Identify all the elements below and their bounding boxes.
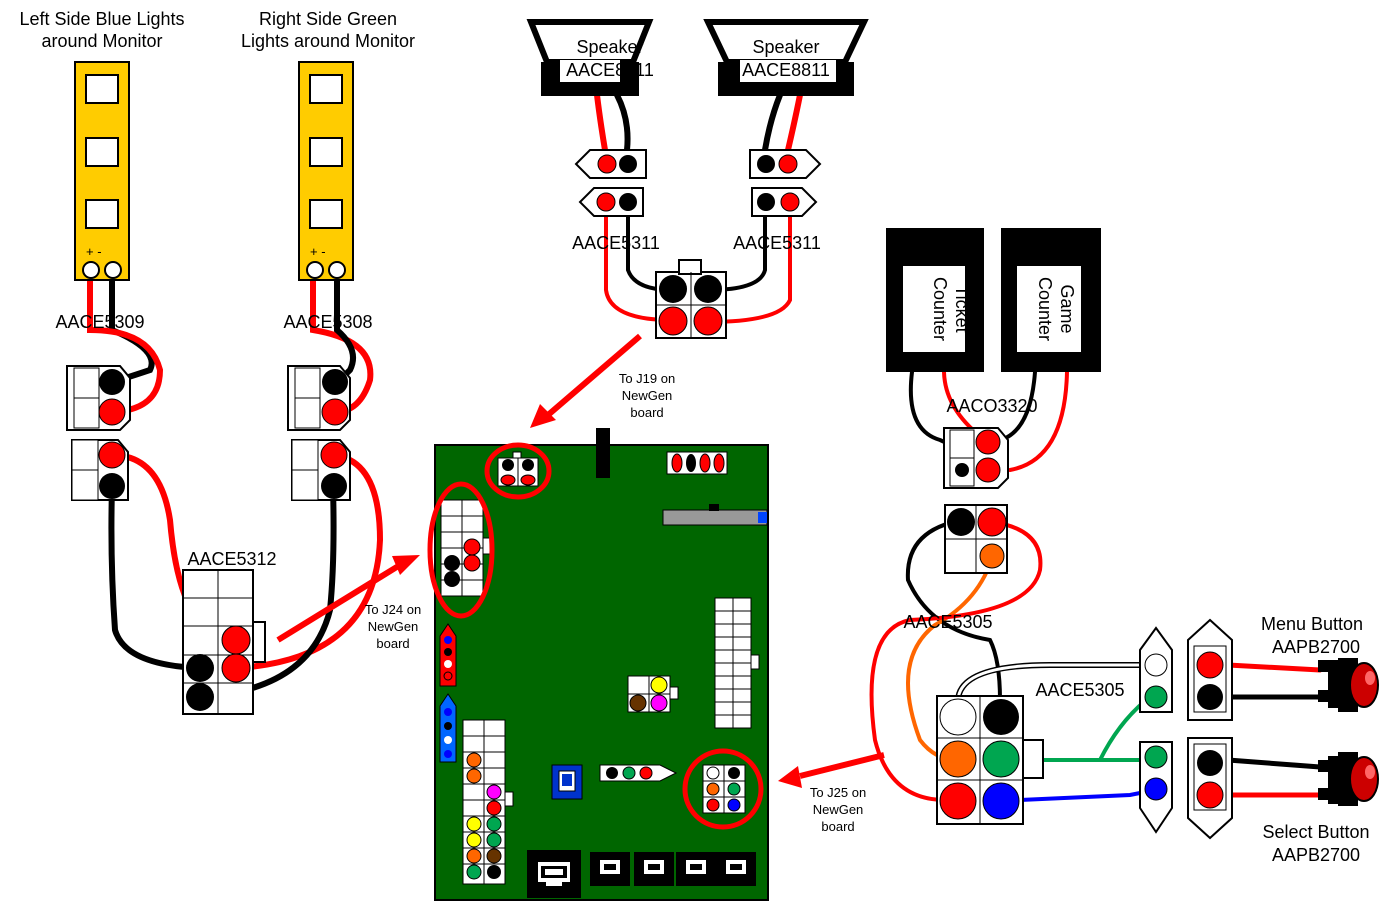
left-light-strip [74, 61, 130, 281]
label-to-j24-line3: board [376, 636, 409, 651]
label-right-lights-line1: Right Side Green [259, 9, 397, 29]
button-connector-menu-inline [1139, 626, 1173, 713]
connector-aaco3320 [943, 427, 1009, 489]
wire-spk-right-red [785, 92, 803, 153]
label-speaker-left-line2: AACE8811 [566, 60, 654, 80]
connector-5311-left-lower [578, 187, 644, 217]
label-select-button-line1: Select Button [1262, 822, 1369, 842]
connector-5305-lower [936, 695, 1044, 825]
newgen-board [427, 428, 769, 901]
label-aace5309: AACE5309 [55, 312, 144, 332]
game-counter [1001, 228, 1101, 372]
label-left-polarity: + - [86, 244, 102, 259]
arrow-to-j25-line [799, 752, 885, 779]
connector-5312 [182, 569, 266, 715]
label-right-lights-line2: Lights around Monitor [241, 31, 415, 51]
rj-jacks [590, 852, 756, 886]
arrow-to-j24-head [392, 555, 420, 575]
label-game-counter-line2: Counter [1035, 277, 1055, 341]
ticket-counter [886, 228, 984, 372]
highlight-j24 [427, 481, 495, 619]
label-to-j25-line3: board [821, 819, 854, 834]
connector-5308-upper [287, 365, 351, 431]
label-right-polarity: + - [310, 244, 326, 259]
select-button [1318, 752, 1379, 806]
label-aaco3320: AACO3320 [946, 396, 1037, 416]
connector-5311-left-upper [574, 149, 647, 179]
button-connector-select-inline [1139, 741, 1173, 834]
label-to-j19-line3: board [630, 405, 663, 420]
wire-select-black [1225, 757, 1323, 770]
wire-left-strip-red2 [87, 307, 164, 415]
wire-game-red [1008, 370, 1069, 472]
wire-spk-left-black [614, 92, 631, 153]
label-aace5305-bottom: AACE5305 [1035, 680, 1124, 700]
highlight-j19 [484, 442, 552, 500]
label-ticket-counter-line2: Counter [930, 277, 950, 341]
label-to-j19-line2: NewGen [622, 388, 673, 403]
wire-blue-to-button [1018, 788, 1157, 802]
arrow-to-j19-line [546, 333, 642, 418]
label-left-lights-line1: Left Side Blue Lights [19, 9, 184, 29]
button-connector-menu [1187, 618, 1233, 721]
label-to-j25-line2: NewGen [813, 802, 864, 817]
arrow-to-j25-head [778, 766, 802, 788]
connector-5309-lower [71, 439, 129, 501]
label-aace5311-left: AACE5311 [572, 233, 660, 253]
button-connector-select [1187, 737, 1233, 840]
right-light-strip [298, 61, 354, 281]
wire-5305-orange [906, 553, 995, 762]
label-to-j24-line1: To J24 on [365, 602, 421, 617]
label-speaker-right-line1: Speaker [752, 37, 819, 57]
connector-speaker-4pin [655, 259, 727, 339]
arrows [276, 333, 885, 788]
label-to-j25-line1: To J25 on [810, 785, 866, 800]
label-speaker-right-line2: AACE8811 [742, 60, 830, 80]
label-aace5305-top: AACE5305 [903, 612, 992, 632]
connector-5308-lower [291, 439, 351, 501]
connector-5305-upper [944, 504, 1008, 574]
speaker-left [526, 19, 654, 96]
wire-left-black-to-5312 [108, 484, 203, 671]
label-select-button-line2: AAPB2700 [1272, 845, 1360, 865]
highlight-j25 [682, 748, 764, 830]
label-aace5308: AACE5308 [283, 312, 372, 332]
label-to-j19-line1: To J19 on [619, 371, 675, 386]
wire-5305-red [869, 520, 1043, 802]
wire-5305-black [905, 518, 1002, 702]
label-menu-button-line1: Menu Button [1261, 614, 1363, 634]
wire-spk-right-black [762, 92, 783, 153]
wire-right-red-to-5312 [233, 452, 384, 671]
connector-5309-upper [66, 365, 131, 431]
label-menu-button-line2: AAPB2700 [1272, 637, 1360, 657]
arrow-to-j19-head [530, 404, 556, 428]
wire-spk-left-red [594, 92, 608, 153]
label-left-lights-line2: around Monitor [41, 31, 162, 51]
arrow-to-j24-line [276, 562, 402, 643]
connector-5311-right-upper [749, 149, 822, 179]
label-speaker-left-line1: Speaker [576, 37, 643, 57]
speaker-right [703, 19, 869, 96]
label-game-counter-line1: Game [1057, 284, 1077, 333]
label-ticket-counter-line1: Ticket [952, 285, 972, 332]
label-aace5312: AACE5312 [187, 549, 276, 569]
wire-white-to-button-inner [956, 663, 1152, 702]
connector-5311-right-lower [751, 187, 818, 217]
wire-menu-red [1225, 662, 1323, 673]
menu-button [1318, 658, 1379, 712]
label-aace5311-right: AACE5311 [733, 233, 821, 253]
label-to-j24-line2: NewGen [368, 619, 419, 634]
